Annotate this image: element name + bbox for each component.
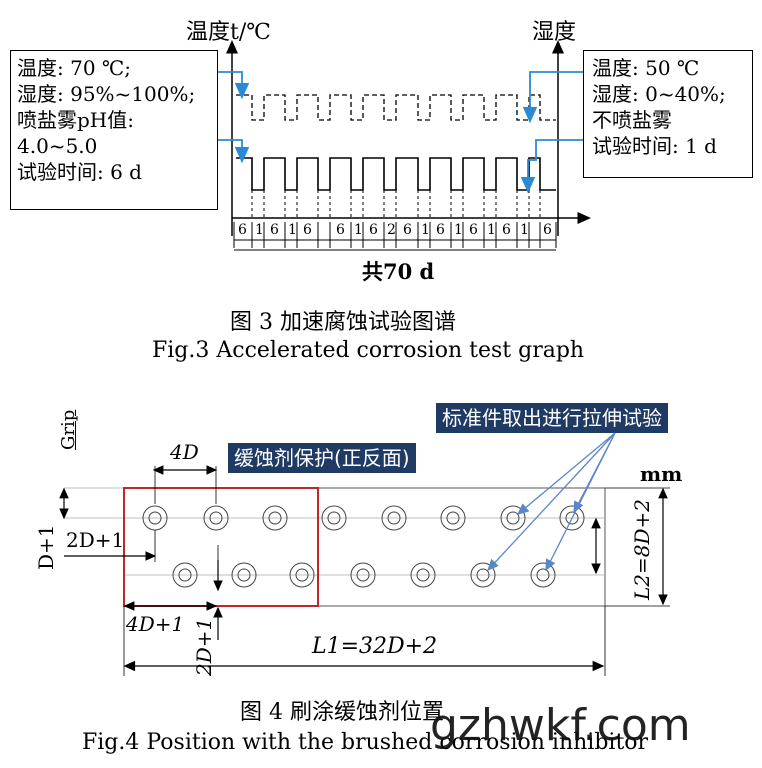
watermark-text: gzhwkf.com bbox=[430, 700, 691, 751]
fig3-seg-label: 1 bbox=[520, 222, 529, 238]
fig4-inhibitor-tag: 缓蚀剂保护(正反面) bbox=[228, 443, 416, 473]
fig4-dim-2d1-left: 2D+1 bbox=[66, 528, 125, 552]
fig3-graph bbox=[218, 40, 591, 251]
fig3-seg-label: 6 bbox=[369, 222, 378, 238]
fig3-seg-label: 6 bbox=[502, 222, 511, 238]
fig4-dim-l2: L2=8D+2 bbox=[630, 498, 654, 600]
fig3-blue-arrow-temp-left bbox=[218, 139, 250, 164]
fig4-grip-label: Grip bbox=[58, 409, 79, 450]
fig3-total-label: 共70 d bbox=[362, 259, 435, 284]
fig3-seg-label: 1 bbox=[288, 222, 297, 238]
fig4-dim-4d1: 4D+1 bbox=[126, 612, 185, 636]
fig3-seg-label: 1 bbox=[421, 222, 430, 238]
fig3-blue-arrow-temp-right bbox=[520, 139, 583, 194]
fig4-holes-row1 bbox=[142, 505, 585, 531]
fig4-unit-label: mm bbox=[640, 462, 683, 486]
fig3-temperature-wave bbox=[236, 157, 556, 191]
fig4-tensile-tag: 标准件取出进行拉伸试验 bbox=[436, 403, 668, 433]
box-line: 温度: 70 ℃; bbox=[17, 56, 132, 80]
fig3-seg-label: 2 bbox=[387, 222, 396, 238]
fig3-right-condition-box: 温度: 50 ℃ 湿度: 0~40%; 不喷盐雾 试验时间: 1 d bbox=[583, 50, 753, 178]
fig4-dim-d1: D+1 bbox=[34, 524, 58, 570]
fig3-seg-label: 6 bbox=[336, 222, 345, 238]
fig4-plate bbox=[123, 487, 606, 607]
box-line: 湿度: 0~40%; bbox=[592, 82, 726, 106]
fig3-dashed-markers bbox=[251, 190, 541, 218]
fig4-caption-cn: 图 4 刷涂缓蚀剂位置 bbox=[240, 700, 444, 725]
fig3-caption-cn: 图 3 加速腐蚀试验图谱 bbox=[230, 310, 456, 335]
box-line: 温度: 50 ℃ bbox=[592, 56, 700, 80]
fig3-seg-label: 6 bbox=[543, 222, 552, 238]
box-line: 试验时间: 6 d bbox=[17, 160, 142, 184]
fig4-caption-en: Fig.4 Position with the brushed corrosio… bbox=[82, 730, 649, 755]
fig3-seg-label: 1 bbox=[487, 222, 496, 238]
fig3-seg-label: 1 bbox=[354, 222, 363, 238]
fig4-protected-zone bbox=[123, 487, 319, 607]
fig3-seg-label: 6 bbox=[436, 222, 445, 238]
fig3-seg-label: 6 bbox=[303, 222, 312, 238]
fig3-blue-arrow-humidity-right bbox=[522, 71, 583, 124]
fig3-seg-label: 6 bbox=[238, 222, 247, 238]
fig3-seg-label: 6 bbox=[403, 222, 412, 238]
fig4-holes-row2 bbox=[172, 562, 556, 588]
fig3-left-condition-box: 温度: 70 ℃; 湿度: 95%~100%; 喷盐雾pH值: 4.0~5.0 … bbox=[10, 50, 218, 210]
fig4-dim-4d-right: 4D bbox=[566, 537, 590, 566]
fig3-humidity-wave bbox=[236, 94, 556, 121]
fig3-dim-ticks bbox=[233, 222, 557, 248]
fig3-blue-arrow-humidity-left bbox=[218, 71, 250, 100]
fig3-seg-label: 1 bbox=[255, 222, 264, 238]
fig3-seg-label: 1 bbox=[454, 222, 463, 238]
fig3-seg-label: 6 bbox=[469, 222, 478, 238]
box-line: 4.0~5.0 bbox=[17, 134, 98, 158]
fig4-dim-l1: L1=32D+2 bbox=[312, 634, 438, 659]
box-line: 试验时间: 1 d bbox=[592, 134, 717, 158]
fig4-dim-2d1-bottom: 2D+1 bbox=[192, 617, 216, 676]
fig3-seg-label: 6 bbox=[270, 222, 279, 238]
box-line: 喷盐雾pH值: bbox=[17, 108, 134, 132]
fig3-caption-en: Fig.3 Accelerated corrosion test graph bbox=[152, 338, 585, 363]
box-line: 不喷盐雾 bbox=[592, 108, 672, 132]
fig4-dim-4d-top: 4D bbox=[170, 440, 199, 464]
box-line: 湿度: 95%~100%; bbox=[17, 82, 196, 106]
